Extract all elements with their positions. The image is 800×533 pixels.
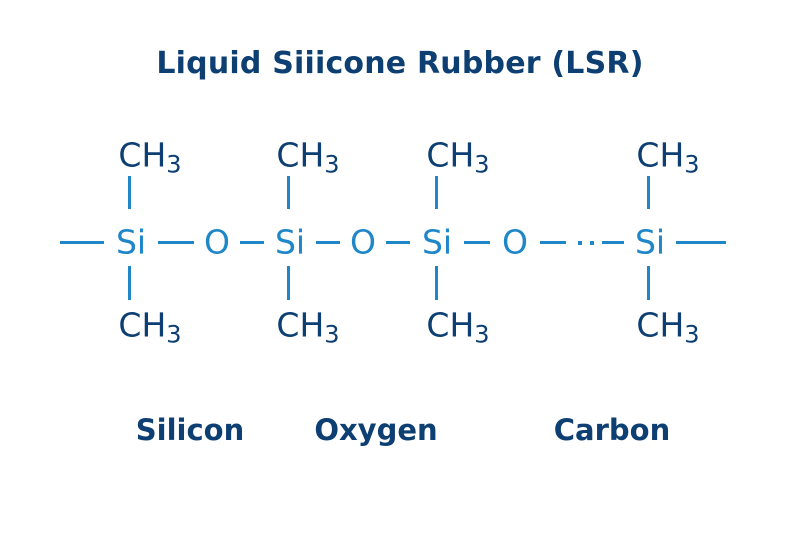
bond-si3-top (435, 176, 438, 209)
bond-si4-top (647, 176, 650, 209)
bond-si2-bottom (287, 266, 290, 300)
methyl-group-bottom-2: CH3 (276, 305, 340, 349)
bond-continuation-si4 (602, 241, 624, 244)
bond-si1-top (128, 176, 131, 209)
bond-si4-bottom (647, 266, 650, 300)
oxygen-atom-2: O (350, 222, 376, 262)
methyl-group-top-2: CH3 (276, 135, 340, 179)
continuation-dot (578, 241, 582, 245)
label-carbon: Carbon (553, 413, 671, 447)
silicon-atom-4: Si (634, 222, 666, 262)
label-silicon: Silicon (135, 413, 245, 447)
methyl-group-top-4: CH3 (636, 135, 700, 179)
bond-o1-si2 (240, 241, 264, 244)
diagram-title: Liquid Siiicone Rubber (LSR) (156, 46, 644, 81)
oxygen-atom-1: O (204, 222, 230, 262)
methyl-group-bottom-3: CH3 (426, 305, 490, 349)
oxygen-atom-3: O (502, 222, 528, 262)
methyl-group-bottom-1: CH3 (118, 305, 182, 349)
bond-si2-top (287, 176, 290, 209)
bond-si1-o1 (158, 241, 194, 244)
label-oxygen: Oxygen (314, 413, 438, 447)
bond-left-terminal (60, 241, 104, 244)
bond-si3-o3 (464, 241, 490, 244)
methyl-group-bottom-4: CH3 (636, 305, 700, 349)
methyl-group-top-1: CH3 (118, 135, 182, 179)
bond-o2-si3 (386, 241, 410, 244)
continuation-dot (590, 241, 594, 245)
silicon-atom-2: Si (274, 222, 306, 262)
bond-si2-o2 (316, 241, 340, 244)
bond-right-terminal (676, 241, 726, 244)
silicon-atom-1: Si (115, 222, 147, 262)
bond-si1-bottom (128, 266, 131, 300)
bond-o3-continuation (540, 241, 566, 244)
silicon-atom-3: Si (421, 222, 453, 262)
bond-si3-bottom (435, 266, 438, 300)
methyl-group-top-3: CH3 (426, 135, 490, 179)
